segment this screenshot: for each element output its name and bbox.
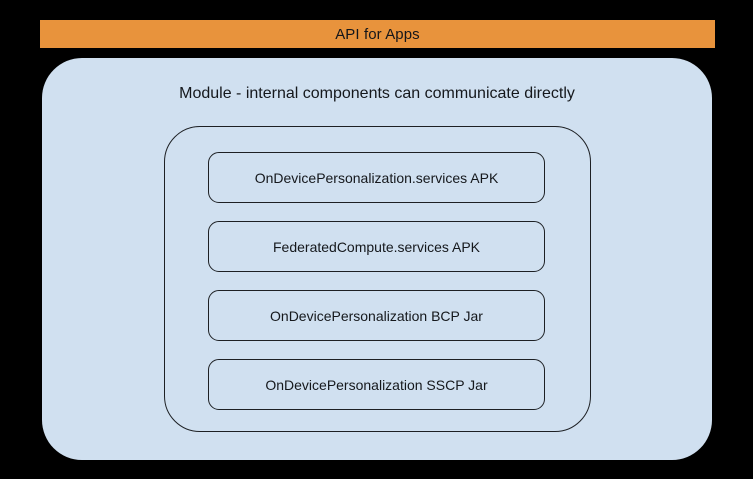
component-box-ondevicepersonalization-sscp-jar[interactable]: OnDevicePersonalization SSCP Jar (208, 359, 545, 410)
component-label: OnDevicePersonalization BCP Jar (270, 307, 483, 324)
module-panel: Module - internal components can communi… (42, 58, 712, 460)
component-box-ondevicepersonalization-bcp-jar[interactable]: OnDevicePersonalization BCP Jar (208, 290, 545, 341)
component-group-outline (164, 126, 591, 432)
component-list: OnDevicePersonalization.services APK Fed… (208, 152, 545, 410)
module-caption: Module - internal components can communi… (179, 85, 575, 102)
component-box-federatedcompute-services-apk[interactable]: FederatedCompute.services APK (208, 221, 545, 272)
component-label: OnDevicePersonalization.services APK (254, 169, 499, 186)
api-for-apps-banner: API for Apps (40, 20, 715, 48)
component-label: FederatedCompute.services APK (273, 238, 480, 255)
api-banner-label: API for Apps (335, 25, 420, 43)
component-box-ondevicepersonalization-services-apk[interactable]: OnDevicePersonalization.services APK (208, 152, 545, 203)
component-label: OnDevicePersonalization SSCP Jar (265, 376, 488, 393)
